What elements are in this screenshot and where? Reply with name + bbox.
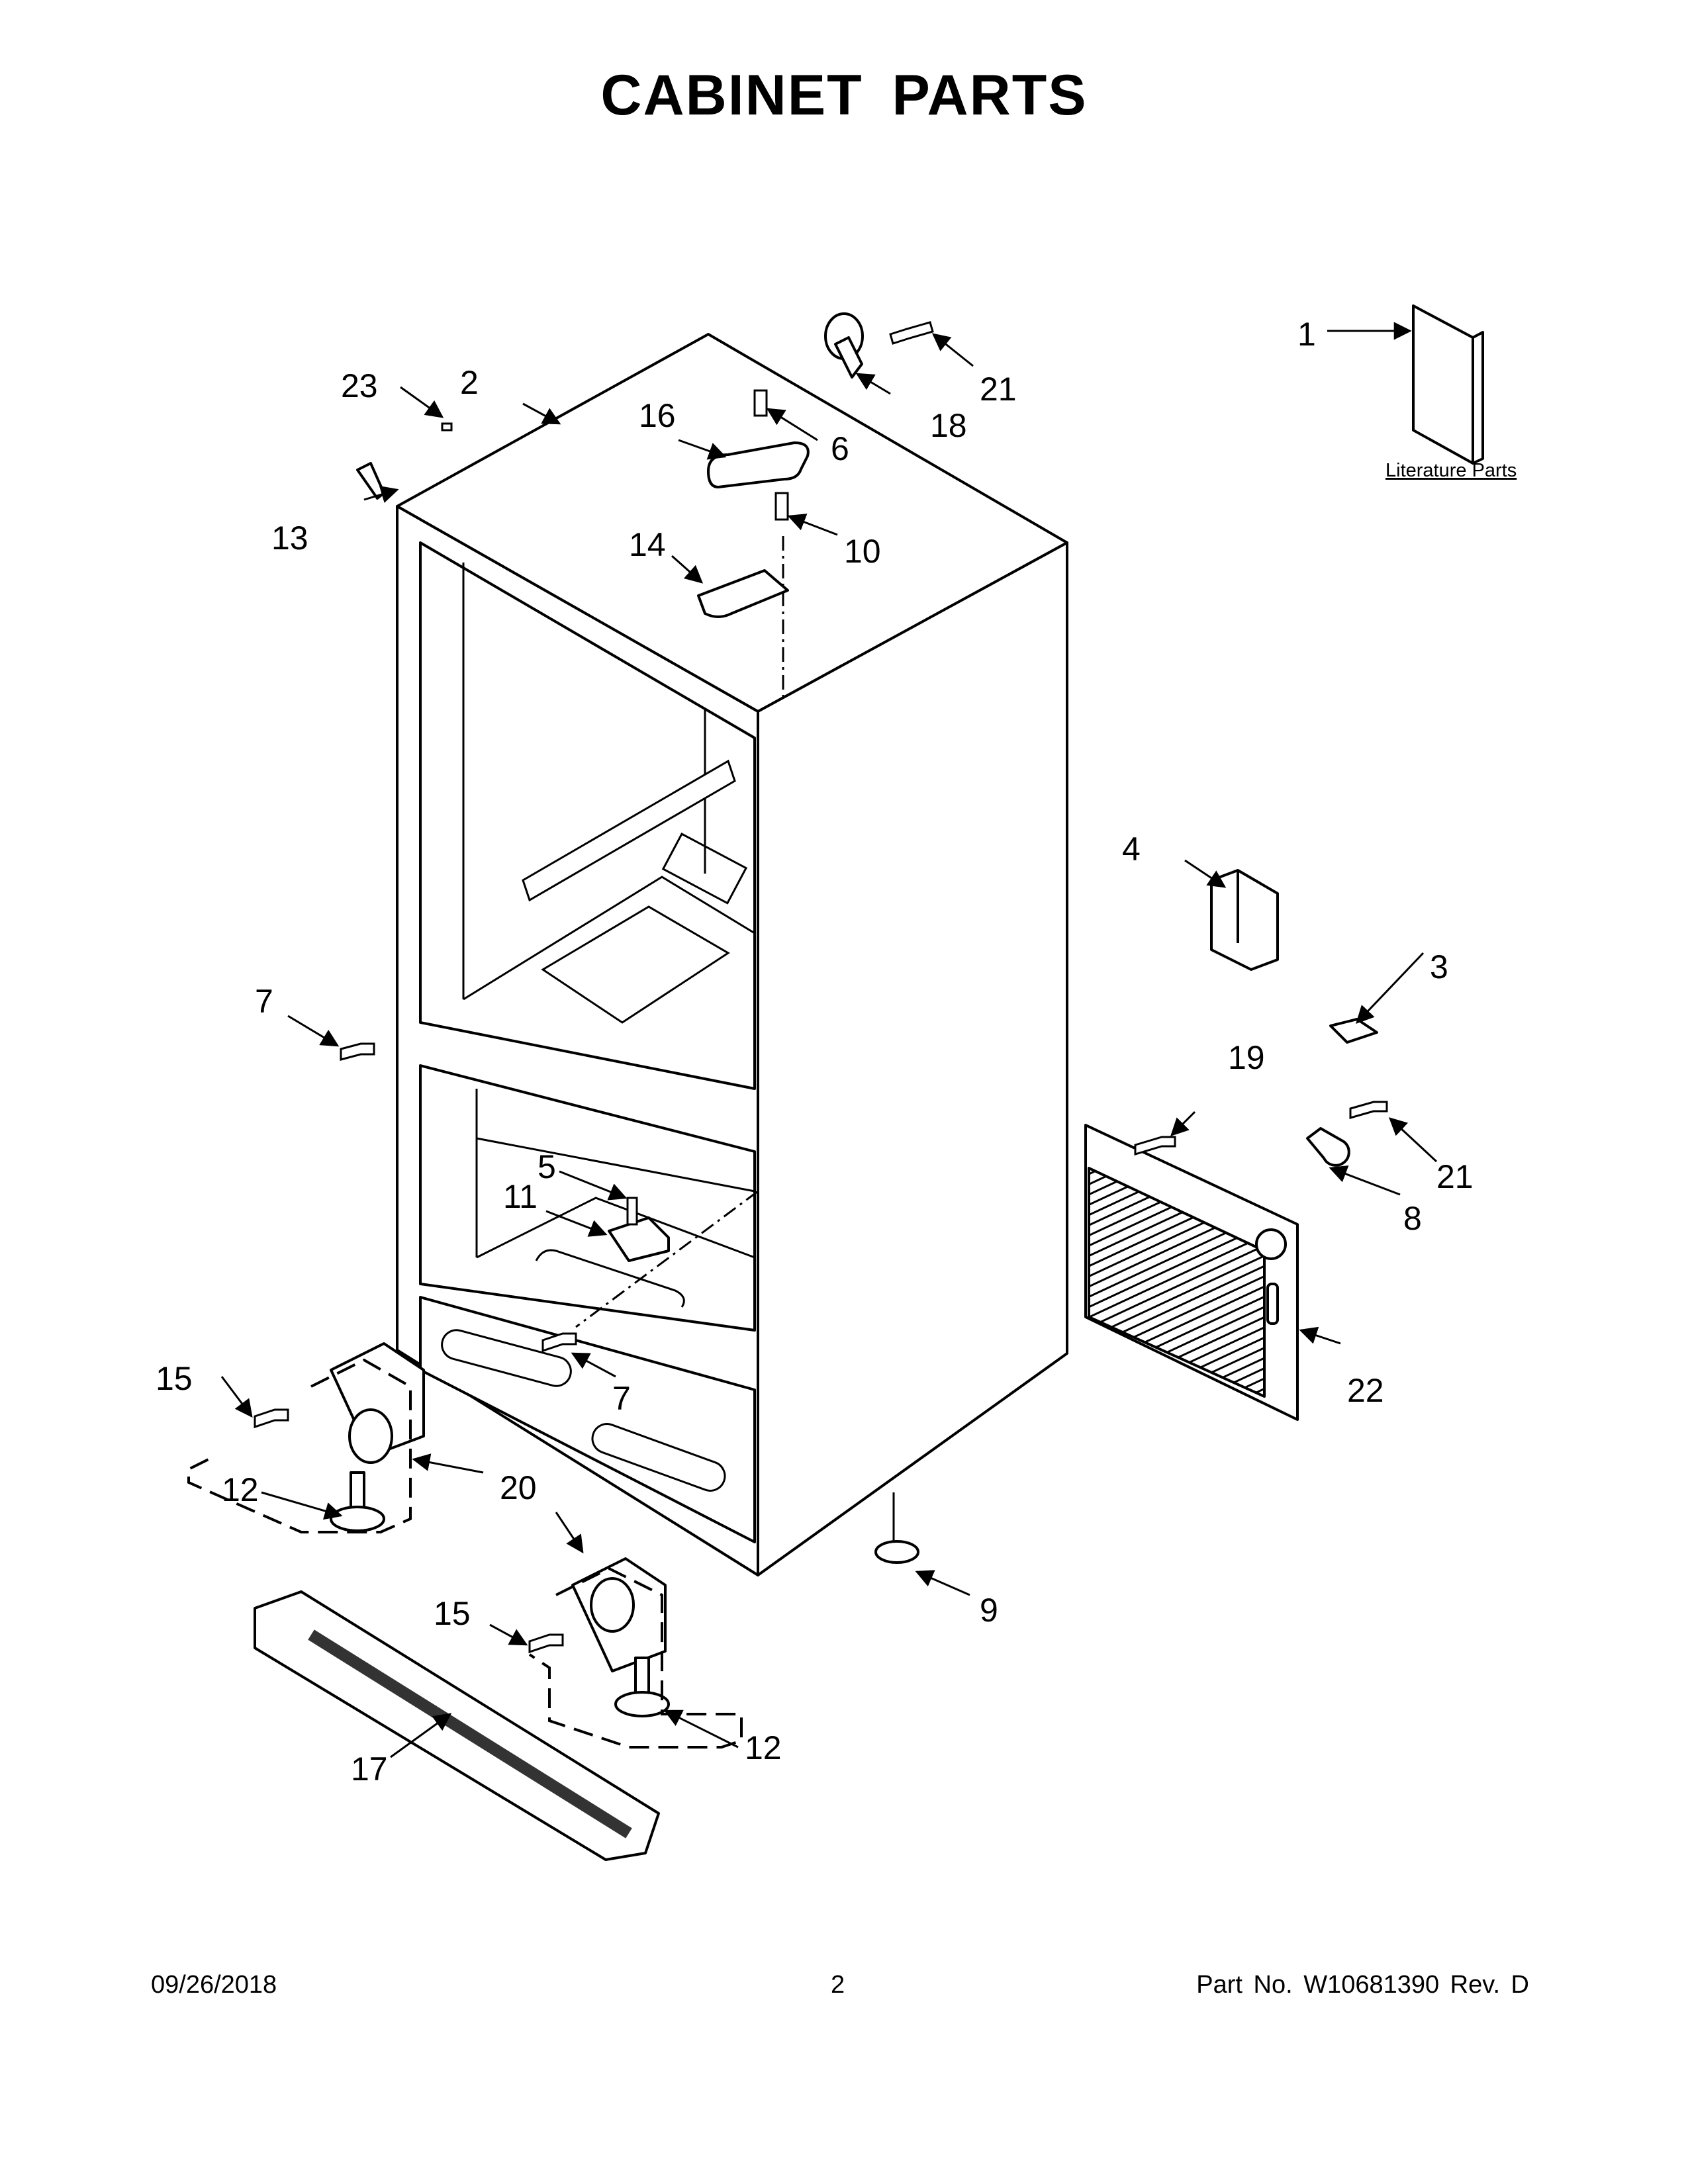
callout-15-right: 15 [434,1595,471,1632]
part-15-screw-right [528,1633,564,1654]
callout-3: 3 [1430,948,1448,985]
footer-page-number: 2 [831,1971,845,1999]
leader-arrows [220,322,1438,1758]
part-19-screw [1134,1136,1176,1156]
part-20-roller-left [330,1342,425,1464]
part-15-screw-left [254,1408,289,1429]
assembly-group-outlines [187,1358,743,1749]
literature-parts-label: Literature Parts [1385,460,1517,481]
part-20-roller-right [571,1557,667,1672]
screws [254,321,1388,1654]
callout-22: 22 [1347,1372,1384,1409]
callout-7-left: 7 [255,983,273,1020]
callout-12-right: 12 [745,1729,782,1766]
cabinet-interior-lines [441,563,895,1542]
part-18-bracket [824,312,864,379]
callout-8: 8 [1403,1200,1422,1237]
footer-date: 09/26/2018 [151,1971,277,1999]
part-21-screw-right [1349,1101,1388,1119]
literature-parts [1412,304,1484,465]
part-12-leveler-right [614,1657,670,1717]
callout-1: 1 [1297,316,1316,353]
callout-15-left: 15 [156,1360,193,1397]
part-21-screw-top [889,321,934,345]
callout-13: 13 [271,520,308,557]
callout-6: 6 [831,430,849,467]
cabinet-shell [396,333,1068,1576]
callout-19: 19 [1228,1039,1265,1076]
callout-18: 18 [930,407,967,444]
part-9-foot [874,1540,919,1564]
part-14-top-hinge [697,569,789,618]
part-7-screw-bottom [541,1332,577,1353]
part-10-screw [774,492,789,521]
part-3-clip [1329,1018,1378,1044]
callout-21-top: 21 [980,371,1017,408]
part-6-screw [753,389,768,417]
hinge-axis-lines [575,536,784,1328]
footer-part-number: Part No. W10681390 Rev. D [1196,1971,1529,1999]
callout-14: 14 [629,526,666,563]
part-17-toe-grille [254,1590,660,1861]
callout-20: 20 [500,1469,537,1506]
part-7-screw-left [340,1042,375,1061]
callout-16: 16 [639,397,676,434]
callout-21-right: 21 [1436,1158,1474,1195]
page-title: CABINET PARTS [600,64,1088,127]
part-22-rear-access-panel [1084,1124,1299,1421]
part-12-leveler-left [330,1471,385,1532]
part-8-clamp [1306,1127,1350,1167]
callout-4: 4 [1122,831,1141,868]
callout-23: 23 [341,367,378,404]
callout-17: 17 [351,1751,388,1788]
callout-2: 2 [460,364,479,401]
callout-11: 11 [503,1178,538,1215]
callout-12-left: 12 [222,1471,259,1508]
callout-5: 5 [538,1148,556,1185]
part-5-screw [626,1197,638,1226]
callout-10: 10 [844,533,881,570]
callout-9: 9 [980,1592,998,1629]
part-23-screw [441,422,453,432]
callout-7-bottom: 7 [612,1380,631,1417]
callout-labels: 1 2 3 4 5 6 7 7 8 9 10 11 12 12 13 14 15… [156,316,1517,1788]
part-13-clip [356,462,385,500]
part-11-bracket [608,1216,670,1262]
part-4-hinge-cover [1210,869,1279,971]
